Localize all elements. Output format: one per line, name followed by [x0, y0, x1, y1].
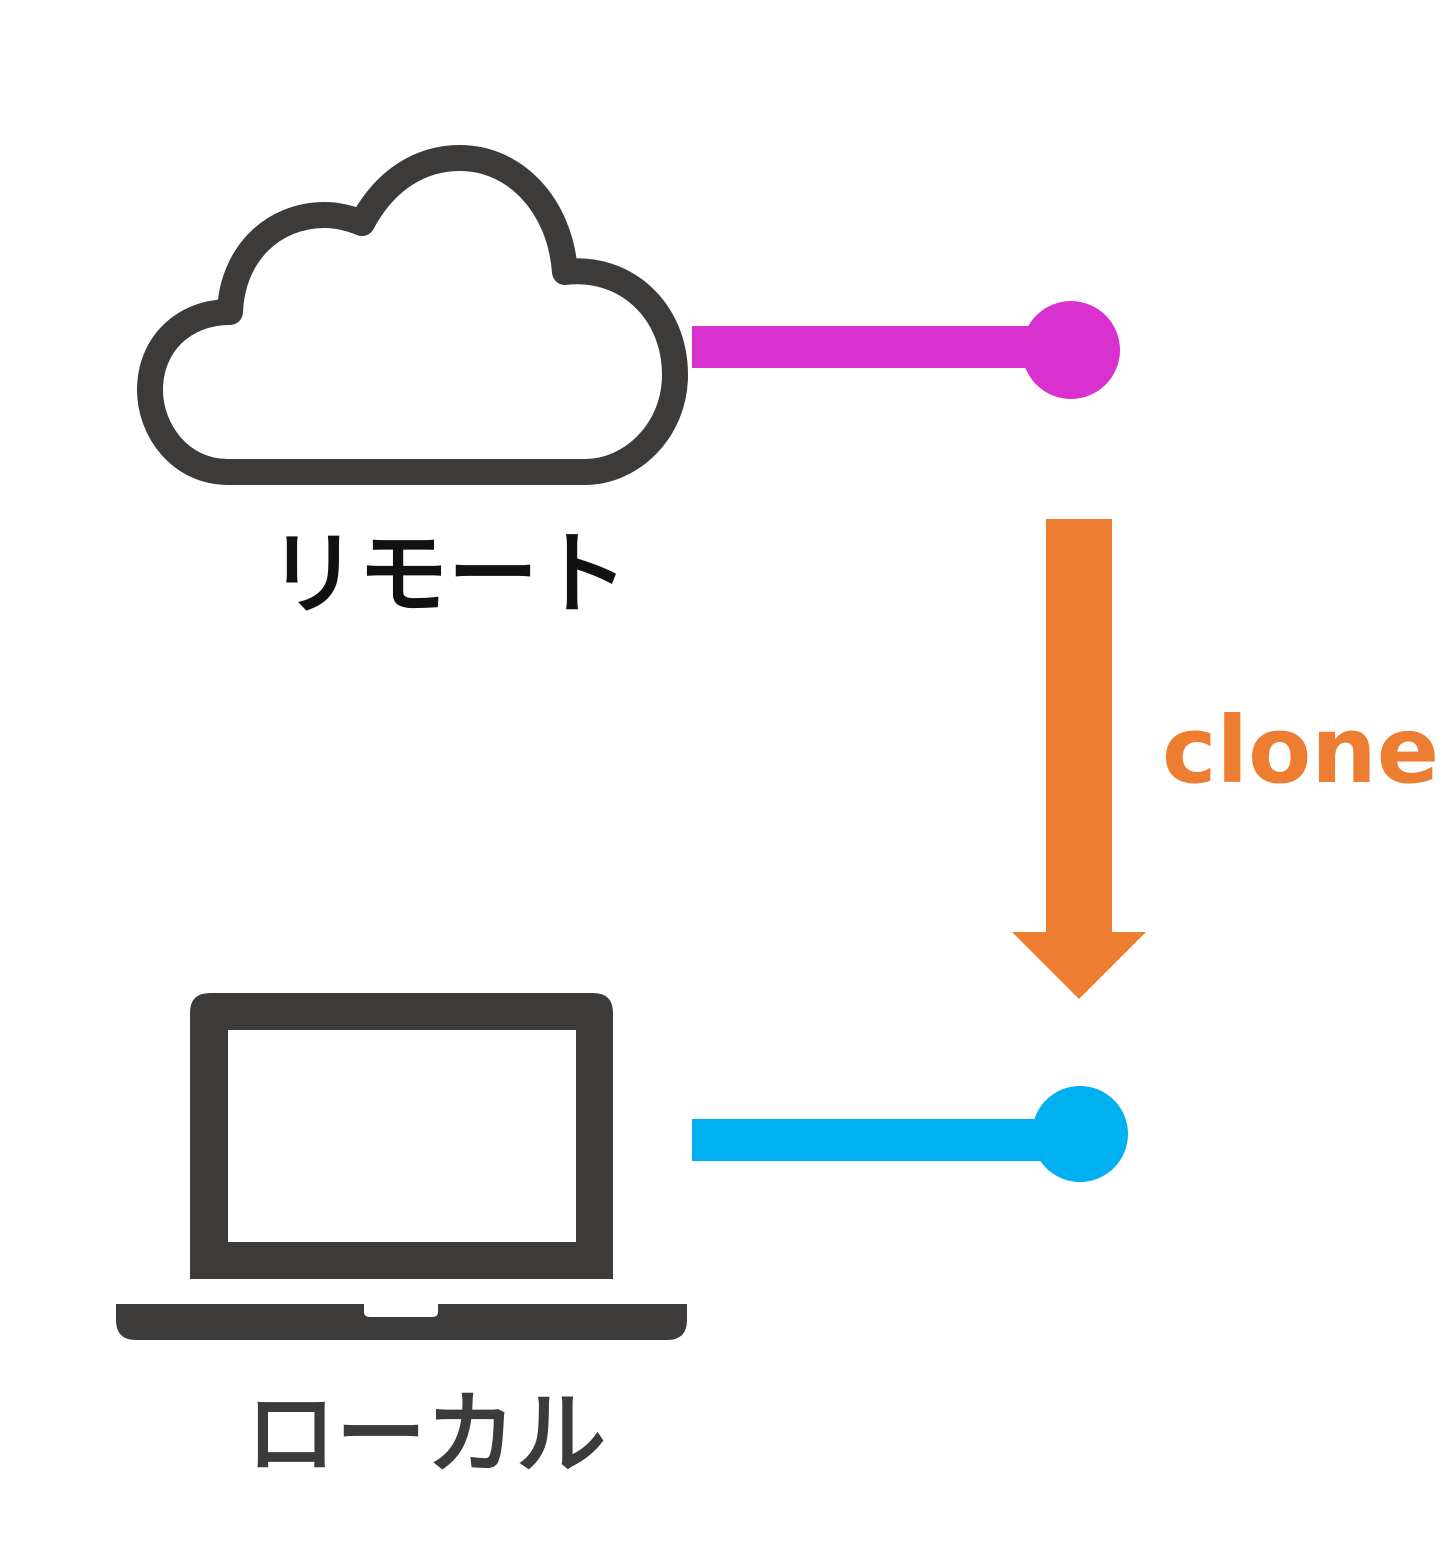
local-branch-line [692, 1119, 1052, 1161]
local-commit-dot [1032, 1086, 1128, 1182]
clone-arrow-shaft [1046, 519, 1112, 934]
remote-branch-line [692, 326, 1037, 368]
remote-label: リモート [268, 522, 628, 627]
clone-label: clone [1162, 697, 1440, 804]
local-label: ローカル [246, 1382, 606, 1487]
clone-arrow-head [1012, 932, 1146, 999]
cloud-icon [137, 145, 688, 485]
remote-commit-dot [1022, 301, 1120, 399]
laptop-icon [116, 993, 687, 1340]
